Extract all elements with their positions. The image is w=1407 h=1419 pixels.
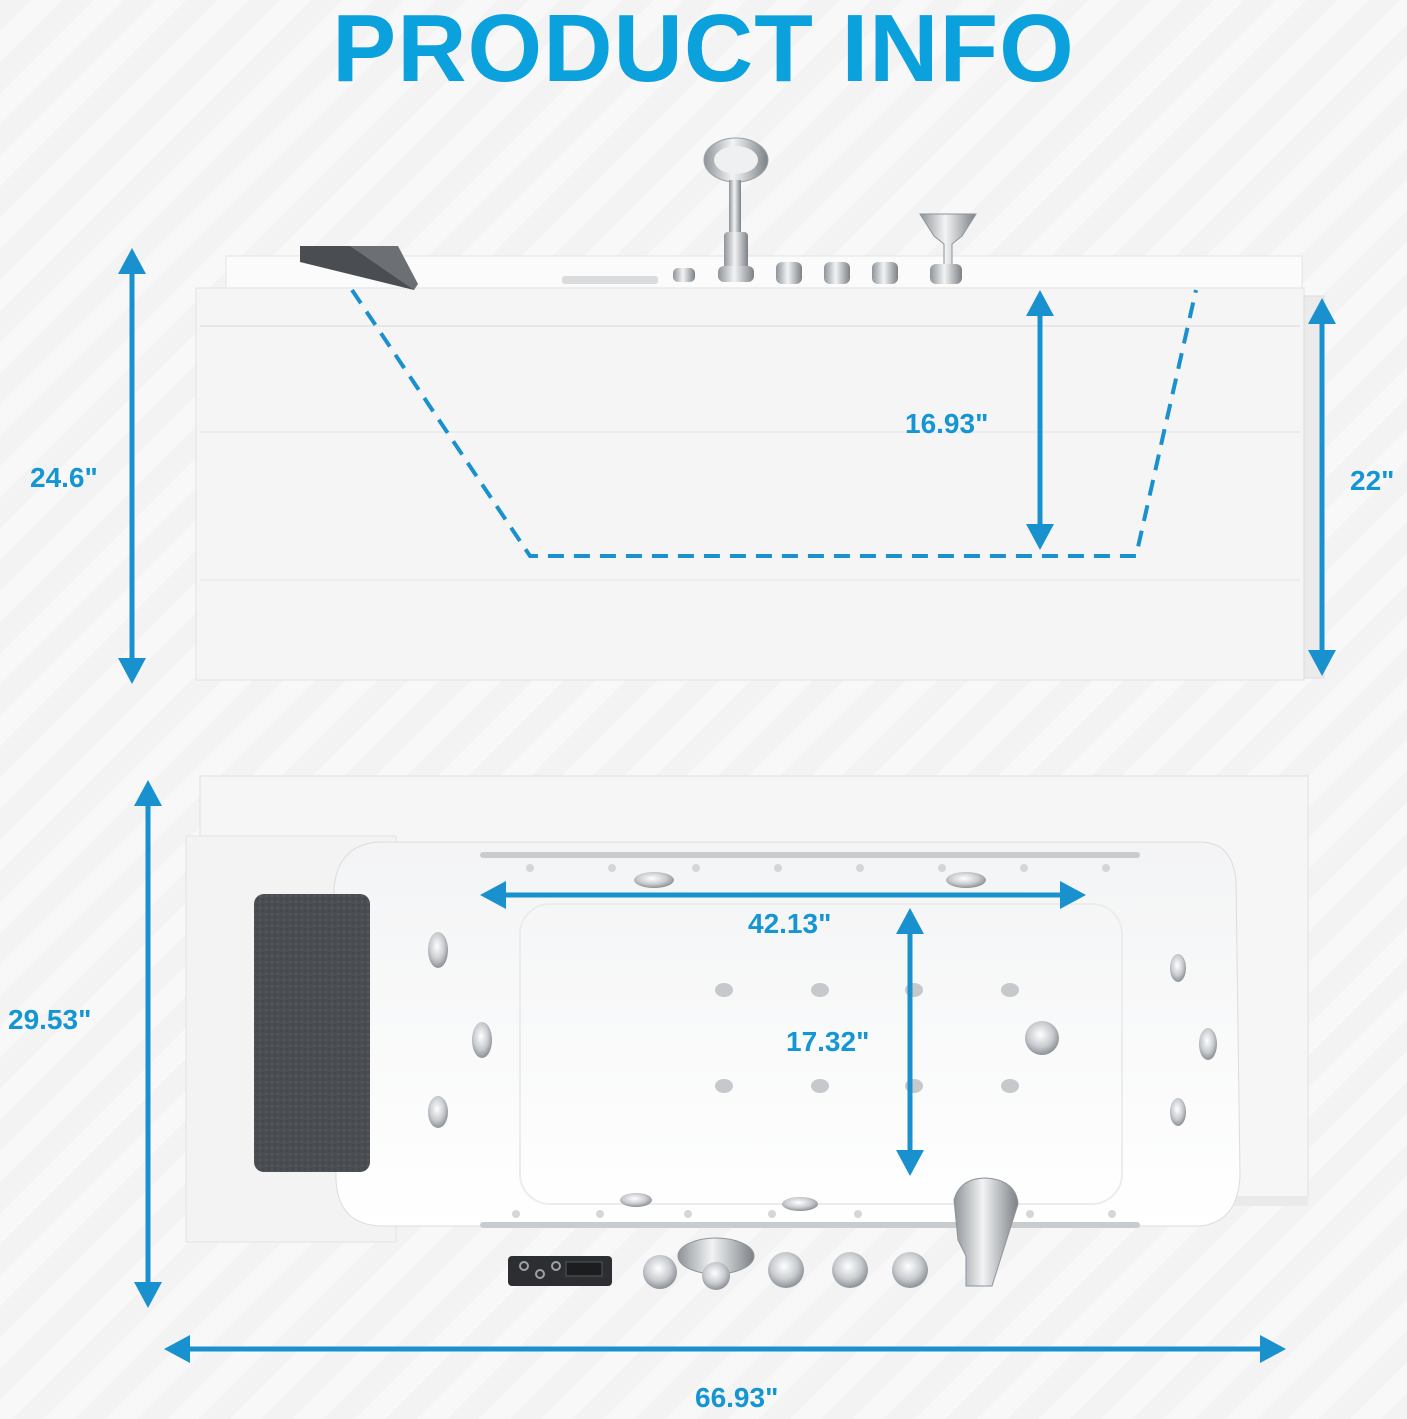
overall-length-label: 66.93" — [695, 1382, 779, 1413]
dimension-arrows — [118, 248, 1336, 1363]
side-view-tub — [195, 137, 1325, 681]
page-title: PRODUCT INFO — [332, 0, 1075, 102]
overall-height-label: 24.6" — [30, 462, 98, 493]
apron-height-label: 22" — [1350, 465, 1395, 496]
inner-depth-label: 16.93" — [905, 408, 989, 439]
inner-length-label: 42.13" — [748, 908, 832, 939]
inner-width-label: 17.32" — [786, 1026, 870, 1057]
top-view-tub — [185, 775, 1309, 1290]
overall-width-label: 29.53" — [8, 1004, 92, 1035]
